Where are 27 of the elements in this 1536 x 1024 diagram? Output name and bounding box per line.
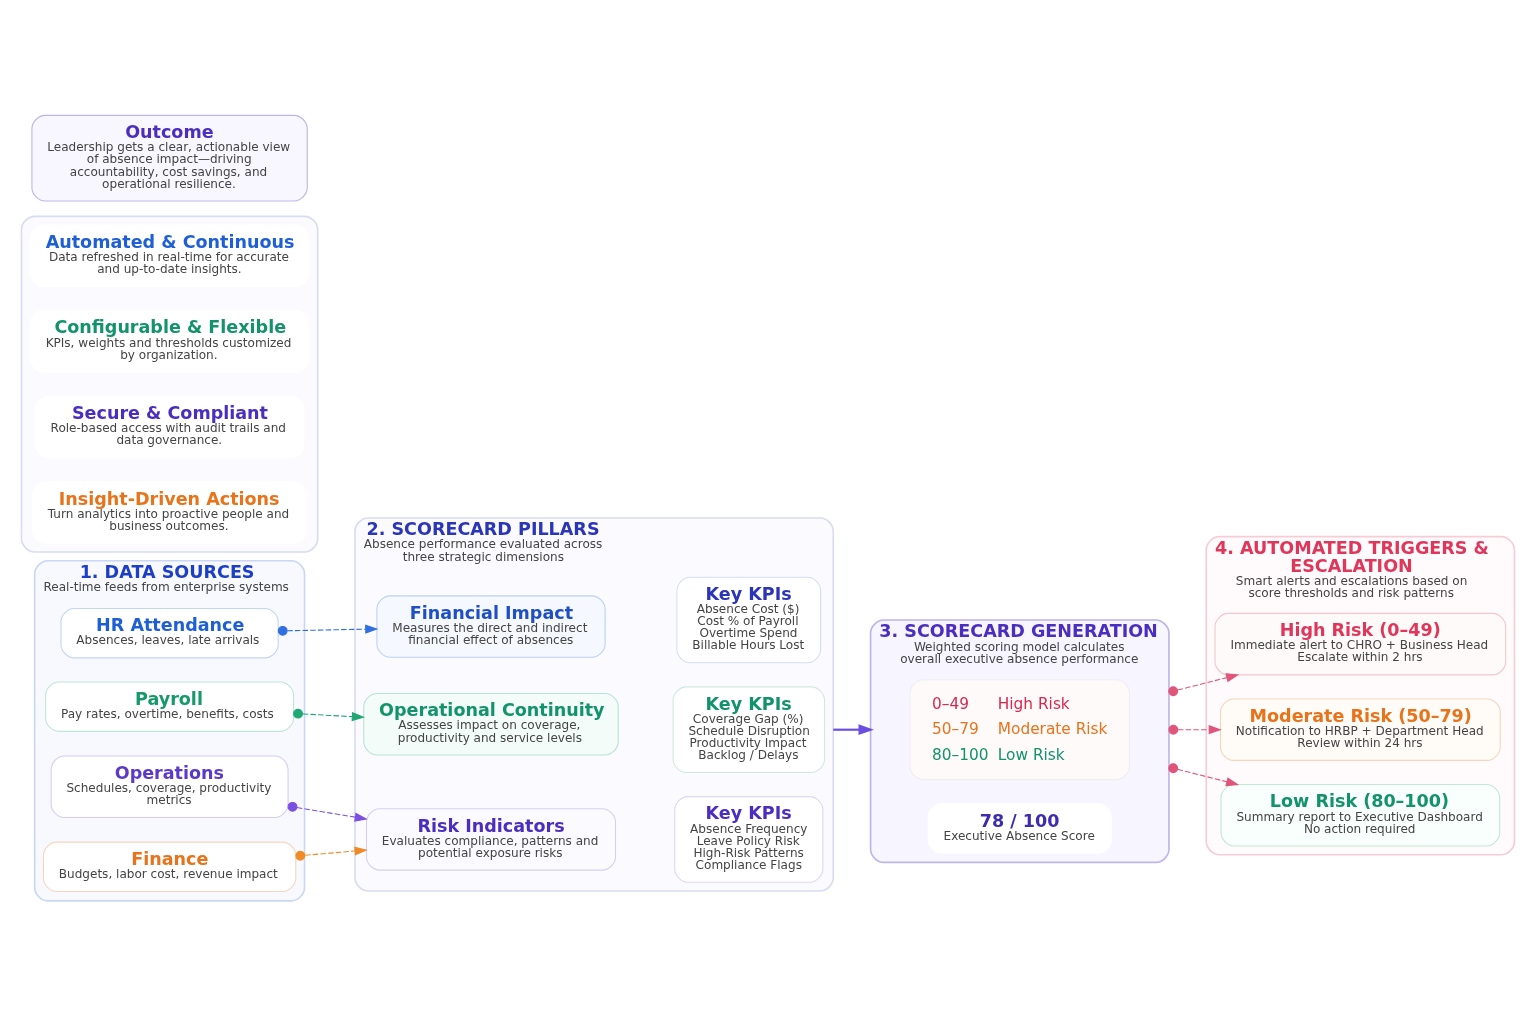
node-box: Finance Budgets, labor cost, revenue impact bbox=[42, 841, 297, 892]
arrow bbox=[295, 845, 368, 861]
arrow bbox=[277, 624, 379, 636]
node-box: Key KPIs Coverage Gap (%) Schedule Disruption Productivity Impact Backlog / Delays bbox=[672, 685, 826, 773]
arrow bbox=[1168, 762, 1240, 786]
node-box: Payroll Pay rates, overtime, benefits, costs bbox=[45, 680, 295, 732]
node-box: HR Attendance Absences, leaves, late arrivals bbox=[60, 607, 279, 658]
node-text: Configurable & Flexible KPIs, weights and thresholds customized by organization. bbox=[45, 316, 292, 362]
node-box: Financial Impact Measures the direct and indirect financial effect of absences bbox=[376, 594, 606, 658]
node-box: Operations Schedules, coverage, productivity metrics bbox=[50, 755, 289, 818]
node-box: Low Risk (80–100) Summary report to Executive Dashboard No action required bbox=[1220, 783, 1501, 847]
arrow bbox=[1168, 672, 1240, 696]
arrow bbox=[293, 708, 365, 721]
node-box: Moderate Risk (50–79) Notification to HRBP + Department Head Review within 24 hrs bbox=[1219, 697, 1501, 761]
node-box: High Risk (0–49) Immediate alert to CHRO + Business Head Escalate within 2 hrs bbox=[1214, 612, 1507, 675]
arrow bbox=[287, 801, 368, 822]
cluster bbox=[20, 215, 319, 553]
node-text: Secure & Compliant Role-based access with audit trails and data governance. bbox=[50, 402, 286, 447]
node-box: Risk Indicators Evaluates compliance, patterns and potential exposure risks bbox=[365, 807, 617, 871]
arrow bbox=[1168, 724, 1222, 735]
node-text: Automated & Continuous Data refreshed in real-time for accurate and up-to-date insights. bbox=[45, 231, 295, 276]
node-text: Insight-Driven Actions Turn analytics into proactive people and business outcomes. bbox=[47, 488, 290, 533]
node-box: Key KPIs Absence Cost ($) Cost % of Payroll Overtime Spend Billable Hours Lost bbox=[676, 576, 822, 663]
node-box: Outcome Leadership gets a clear, actionable view of absence impact—driving accountability, cost savings, and operational resilience. bbox=[31, 114, 308, 201]
node-box: Operational Continuity Assesses impact on coverage, productivity and service levels bbox=[363, 692, 619, 755]
arrow bbox=[833, 723, 874, 735]
node-box: Key KPIs Absence Frequency Leave Policy Risk High-Risk Patterns Compliance Flags bbox=[674, 795, 824, 883]
